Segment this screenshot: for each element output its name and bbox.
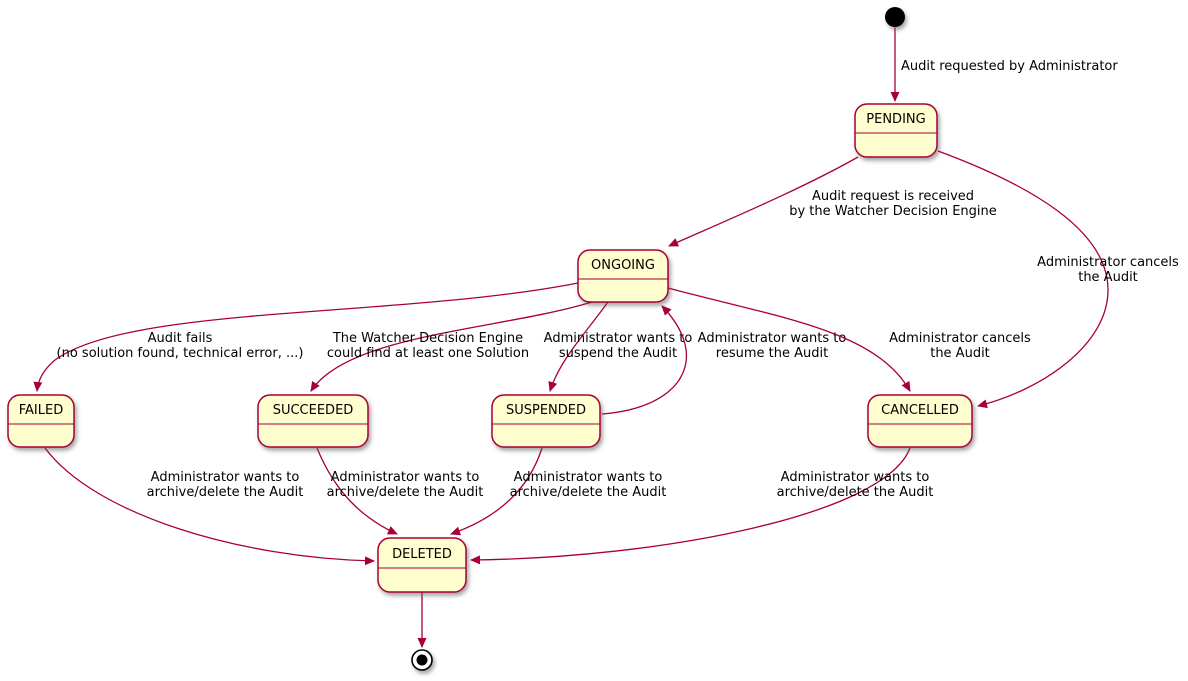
state-suspended: SUSPENDED: [491, 394, 601, 448]
transition-label-ongoing-to-succeeded-1: The Watcher Decision Engine: [332, 331, 523, 346]
transition-label-ongoing-to-suspended-1: Administrator wants to: [544, 331, 693, 346]
transition-label-failed-to-deleted-1: Administrator wants to: [151, 470, 300, 485]
transition-label-ongoing-to-failed-2: (no solution found, technical error, ...…: [57, 346, 304, 361]
transition-label-ongoing-to-cancelled-1: Administrator cancels: [889, 331, 1031, 346]
state-pending-title: PENDING: [866, 112, 925, 127]
transition-label-pending-to-cancelled-1: Administrator cancels: [1037, 255, 1179, 270]
transition-label-cancelled-to-deleted-2: archive/delete the Audit: [777, 485, 934, 500]
state-cancelled-title: CANCELLED: [881, 403, 959, 418]
transition-label-failed-to-deleted-2: archive/delete the Audit: [147, 485, 304, 500]
transitions: Audit requested by Administrator Audit r…: [33, 27, 1179, 648]
transition-ongoing-to-succeeded: [310, 301, 593, 392]
transition-label-suspended-to-deleted-1: Administrator wants to: [514, 470, 663, 485]
final-state-node: [411, 649, 433, 671]
state-deleted-title: DELETED: [392, 547, 452, 562]
state-ongoing: ONGOING: [577, 249, 669, 303]
state-deleted: DELETED: [377, 537, 467, 593]
transition-label-pending-to-ongoing-2: by the Watcher Decision Engine: [789, 204, 997, 219]
initial-state-dot-icon: [885, 7, 905, 27]
transition-label-ongoing-to-succeeded-2: could find at least one Solution: [327, 346, 529, 361]
transition-label-cancelled-to-deleted-1: Administrator wants to: [781, 470, 930, 485]
transition-ongoing-to-cancelled: [667, 287, 911, 392]
transition-label-suspended-to-ongoing-2: resume the Audit: [716, 346, 828, 361]
transition-label-suspended-to-ongoing-1: Administrator wants to: [698, 331, 847, 346]
transition-label-pending-to-cancelled-2: the Audit: [1078, 270, 1138, 285]
transition-label-suspended-to-deleted-2: archive/delete the Audit: [510, 485, 667, 500]
state-failed: FAILED: [7, 394, 75, 448]
state-succeeded: SUCCEEDED: [257, 394, 369, 448]
final-state-inner-dot-icon: [416, 654, 428, 666]
transition-pending-to-cancelled: [937, 150, 1109, 409]
state-succeeded-title: SUCCEEDED: [273, 403, 354, 418]
state-suspended-title: SUSPENDED: [506, 403, 586, 418]
transition-cancelled-to-deleted: [470, 447, 911, 565]
transition-label-init-to-pending: Audit requested by Administrator: [901, 59, 1118, 74]
transition-label-ongoing-to-cancelled-2: the Audit: [930, 346, 990, 361]
transition-label-ongoing-to-suspended-2: suspend the Audit: [559, 346, 677, 361]
transition-label-ongoing-to-failed-1: Audit fails: [148, 331, 213, 346]
transition-label-succeeded-to-deleted-2: archive/delete the Audit: [327, 485, 484, 500]
state-cancelled: CANCELLED: [867, 394, 973, 448]
transition-suspended-to-deleted: [450, 447, 543, 536]
transition-suspended-to-ongoing: [601, 305, 688, 415]
initial-state-node: [885, 7, 905, 27]
transition-label-pending-to-ongoing-1: Audit request is received: [812, 189, 974, 204]
transition-ongoing-to-suspended: [548, 301, 609, 392]
transition-succeeded-to-deleted: [316, 447, 398, 535]
state-failed-title: FAILED: [19, 403, 63, 418]
transition-failed-to-deleted: [44, 447, 375, 566]
transition-pending-to-ongoing: [668, 156, 859, 247]
state-ongoing-title: ONGOING: [591, 258, 655, 273]
state-pending: PENDING: [854, 103, 938, 158]
transition-ongoing-to-failed: [33, 282, 579, 392]
transition-label-succeeded-to-deleted-1: Administrator wants to: [331, 470, 480, 485]
